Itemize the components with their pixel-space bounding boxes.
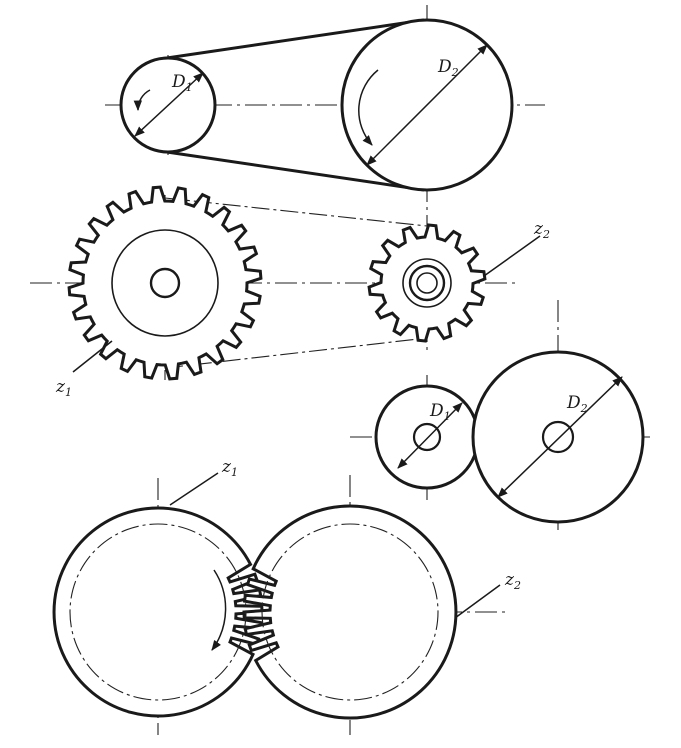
right-sector-z-leader [454,584,501,619]
small-pulley-diameter-label: D1 [171,72,193,94]
small-pulley-diameter-dimension [134,72,204,137]
small-gear-z-label: z2 [533,219,550,241]
friction-small-diameter-label: D1 [429,401,451,423]
big-gear-hub-ring [111,229,219,337]
friction-small-diameter-dimension [397,402,463,469]
belt-drive: D1 D2 [105,5,545,215]
small-gear-z-leader [483,235,541,277]
small-gear-hub-ring [402,258,452,308]
friction-small-wheel [374,384,480,490]
large-pulley-diameter-label: D2 [437,57,459,79]
belt-lower-run [159,149,425,192]
friction-large-diameter-label: D2 [566,393,588,415]
big-gear-z-label: z1 [55,377,72,399]
right-gear-sector [242,504,458,720]
right-sector-z-label: z2 [504,570,521,592]
left-gear-sector [52,506,264,718]
friction-drive: D1 D2 [350,300,650,530]
gear-sectors: z1 z2 [52,457,521,735]
gear-tangent-lower [164,337,428,369]
right-sector-pitch-circle [261,523,439,701]
small-gear-teeth-outline [367,223,487,343]
left-sector-z-leader [169,472,219,506]
small-gear-bore [416,272,438,294]
large-pulley-rotation-arrow [358,69,379,146]
big-gear-z-leader [72,340,113,373]
large-pulley-diameter-dimension [366,44,488,166]
big-gear-teeth-outline [67,185,263,381]
friction-large-diameter-dimension [497,376,623,498]
left-sector-pitch-circle [69,523,247,701]
belt-upper-run [159,18,425,61]
small-gear-hub-inner [408,264,446,302]
big-gear-bore [149,267,181,299]
left-sector-rotation-arrow [211,569,227,651]
spur-gear-pair: z1 z2 [30,185,550,399]
left-sector-z-label: z1 [221,457,238,479]
small-pulley-rotation-arrow [133,89,151,112]
